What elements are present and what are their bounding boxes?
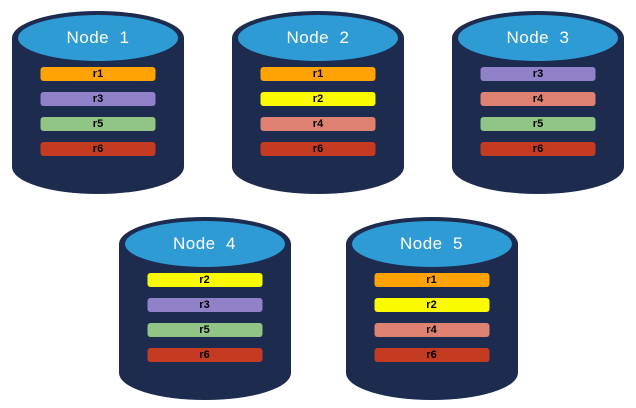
replica-bar-r3: r3 [480, 67, 596, 81]
replica-list: r1 r2 r4 r6 [374, 273, 489, 362]
node-title: Node 5 [399, 234, 464, 253]
node-title: Node 2 [286, 28, 350, 47]
replica-bar-r4: r4 [480, 92, 596, 106]
replica-list: r3 r4 r5 r6 [480, 67, 596, 156]
database-node-4: Node 4 r2 r3 r5 r6 [118, 216, 292, 402]
database-node-3: Node 3 r3 r4 r5 r6 [451, 10, 625, 196]
replica-list: r1 r2 r4 r6 [260, 67, 376, 156]
node-title: Node 1 [66, 28, 130, 47]
replica-bar-r6: r6 [40, 142, 156, 156]
replica-bar-r4: r4 [260, 117, 376, 131]
replica-bar-r1: r1 [40, 67, 156, 81]
replica-bar-r2: r2 [260, 92, 376, 106]
database-node-5: Node 5 r1 r2 r4 r6 [345, 216, 519, 402]
replica-bar-r1: r1 [260, 67, 376, 81]
node-row-bottom: Node 4 r2 r3 r5 r6 Node 5 r1 r2 r4 r6 [0, 216, 636, 402]
node-title: Node 4 [172, 234, 237, 253]
replica-bar-r3: r3 [40, 92, 156, 106]
database-node-2: Node 2 r1 r2 r4 r6 [231, 10, 405, 196]
replica-bar-r6: r6 [480, 142, 596, 156]
replica-bar-r6: r6 [147, 348, 262, 362]
replica-list: r1 r3 r5 r6 [40, 67, 156, 156]
replica-bar-r6: r6 [374, 348, 489, 362]
replica-bar-r4: r4 [374, 323, 489, 337]
replica-bar-r5: r5 [480, 117, 596, 131]
replica-bar-r3: r3 [147, 298, 262, 312]
node-row-top: Node 1 r1 r3 r5 r6 Node 2 r1 r2 r4 r6 Node 3 r… [0, 10, 636, 196]
replica-bar-r6: r6 [260, 142, 376, 156]
database-node-1: Node 1 r1 r3 r5 r6 [11, 10, 185, 196]
replica-bar-r1: r1 [374, 273, 489, 287]
node-title: Node 3 [506, 28, 570, 47]
replica-list: r2 r3 r5 r6 [147, 273, 262, 362]
replica-bar-r2: r2 [374, 298, 489, 312]
replica-bar-r5: r5 [147, 323, 262, 337]
replica-bar-r5: r5 [40, 117, 156, 131]
replica-bar-r2: r2 [147, 273, 262, 287]
